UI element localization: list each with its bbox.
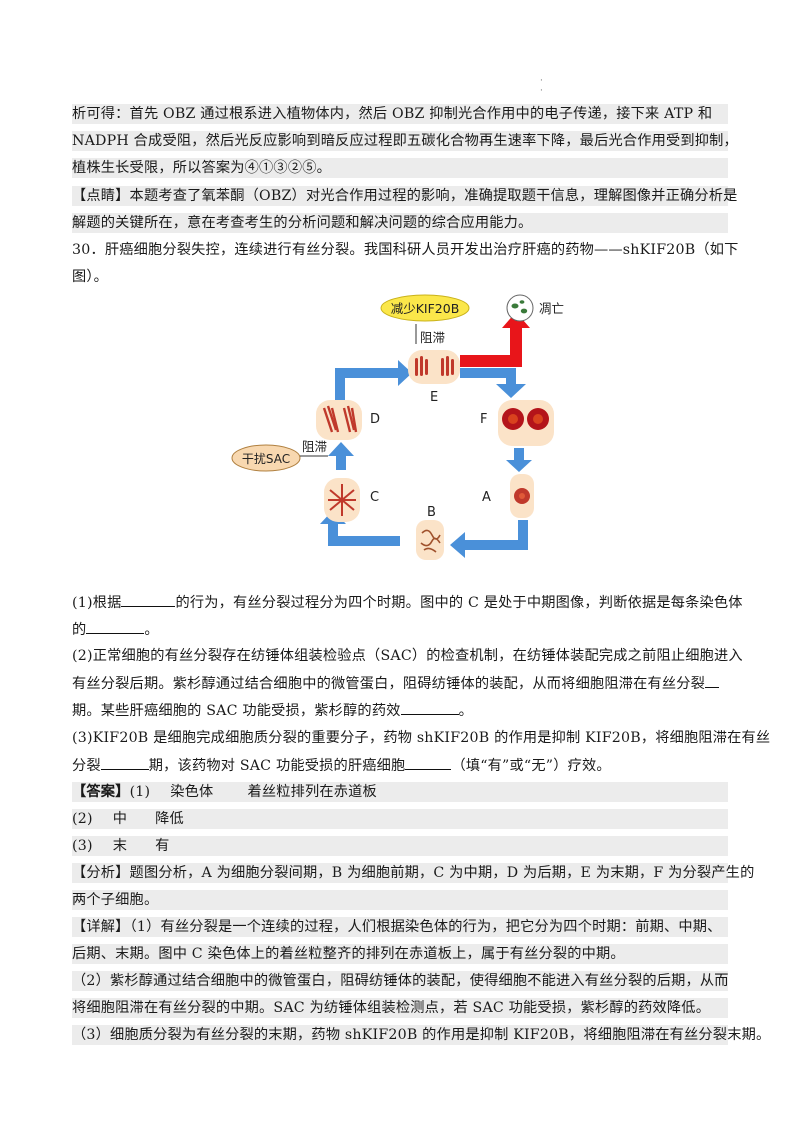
reduce-kif20b-label: 减少KIF20B [391, 301, 460, 316]
sub1-text-b: 的行为，有丝分裂过程分为四个时期。图中的 C 是处于中期图像，判断依据是每条染色… [175, 595, 743, 611]
stage-label-c: C [370, 490, 379, 505]
cell-c [324, 478, 360, 522]
analysis-line-2: 两个子细胞。 [72, 890, 728, 910]
answer-2a: 中 [112, 811, 128, 827]
sub1-line-1: (1)根据 的行为，有丝分裂过程分为四个时期。图中的 C 是处于中期图像，判断依据… [72, 592, 742, 613]
sub1-text-c: 的 [72, 622, 87, 638]
answer-3a: 末 [112, 838, 128, 854]
interfere-sac-label: 干扰SAC [242, 452, 290, 466]
cell-a [510, 474, 534, 518]
answer-3b: 有 [155, 838, 170, 854]
sub3-text-b: 期，该药物对 SAC 功能受损的肝癌细胞 [148, 758, 406, 774]
solution-line-3: 植株生长受限，所以答案为④①③②⑤。 [72, 158, 728, 178]
question-line-2: 图）。 [72, 269, 109, 285]
block-label-left: 阻滞 [302, 439, 327, 454]
sub1-text-d: 。 [144, 622, 159, 638]
sub2-text-a: 有丝分裂后期。紫杉醇通过结合细胞中的微管蛋白，阻碍纺锤体的装配，从而将细胞阻滞在… [72, 676, 706, 692]
stage-label-b: B [427, 505, 436, 520]
sub2-text-b: 期。某些肝癌细胞的 SAC 功能受损，紫杉醇的药效 [72, 703, 401, 719]
stage-label-a: A [482, 490, 491, 505]
answer-2-num: (2) [72, 811, 93, 827]
blank-6 [405, 755, 452, 770]
sub2-line-2: 有丝分裂后期。紫杉醇通过结合细胞中的微管蛋白，阻碍纺锤体的装配，从而将细胞阻滞在… [72, 673, 728, 694]
question-line-1: 30．肝癌细胞分裂失控，连续进行有丝分裂。我国科研人员开发出治疗肝癌的药物——s… [72, 242, 739, 258]
answer-1-num: (1) [129, 784, 151, 800]
answer-heading: 【答案】 [72, 784, 130, 800]
cell-e [408, 350, 460, 384]
header-dots: · · [540, 76, 543, 96]
comment-line-2: 解题的关键所在，意在考查考生的分析问题和解决问题的综合应用能力。 [72, 213, 728, 233]
detail-line-1: 【详解】（1）有丝分裂是一个连续的过程，人们根据染色体的行为，把它分为四个时期：… [72, 917, 728, 937]
stage-label-e: E [430, 390, 438, 405]
apoptosis-cell [506, 294, 534, 322]
arrow-e-to-f [460, 368, 526, 398]
cell-cycle-diagram: 减少KIF20B 阻滞 凋亡 E [231, 294, 564, 560]
sub2-text-c: 。 [458, 703, 473, 719]
stage-label-d: D [370, 412, 380, 427]
analysis-line-1: 【分析】题图分析，A 为细胞分裂间期，B 为细胞前期，C 为中期，D 为后期，E… [72, 863, 755, 883]
answer-2b: 降低 [155, 811, 184, 827]
solution-line-1: 析可得：首先 OBZ 通过根系进入植物体内，然后 OBZ 抑制光合作用中的电子传… [72, 104, 728, 124]
red-arrow-to-apoptosis [460, 312, 530, 367]
arrow-a-to-b [450, 520, 528, 558]
arrow-c-to-d [328, 442, 354, 470]
answer-line-2: (2) 中 降低 [72, 809, 728, 829]
sub3-text-a: 分裂 [72, 758, 101, 774]
blank-1 [121, 592, 176, 607]
answer-1b: 着丝粒排列在赤道板 [247, 784, 377, 800]
cell-f [498, 400, 554, 446]
blank-2 [86, 619, 145, 634]
stage-label-f: F [480, 412, 487, 427]
comment-line-1: 【点睛】本题考查了氧苯酮（OBZ）对光合作用过程的影响，准确提取题干信息，理解图… [72, 186, 738, 206]
blank-5 [100, 755, 149, 770]
blank-3 [705, 673, 720, 688]
answer-line-1: 【答案】(1) 染色体 着丝粒排列在赤道板 [72, 782, 728, 802]
cell-b [416, 520, 444, 560]
cell-d [316, 400, 362, 440]
reduce-kif20b-oval [380, 294, 470, 322]
solution-line-2: NADPH 合成受阻，然后光反应影响到暗反应过程即五碳化合物再生速率下降，最后光… [72, 131, 738, 151]
detail-line-4: 将细胞阻滞在有丝分裂的中期。SAC 为纺锤体组装检测点，若 SAC 功能受损，紫… [72, 998, 728, 1018]
sub2-line-3: 期。某些肝癌细胞的 SAC 功能受损，紫杉醇的药效 。 [72, 700, 728, 721]
blank-4 [400, 700, 459, 715]
answer-line-3: (3) 末 有 [72, 836, 728, 856]
interfere-sac-oval [231, 444, 301, 472]
sub3-line-1: (3)KIF20B 是细胞完成细胞质分裂的重要分子，药物 shKIF20B 的作… [72, 730, 771, 746]
detail-line-3: （2）紫杉醇通过结合细胞中的微管蛋白，阻碍纺锤体的装配，使得细胞不能进入有丝分裂… [72, 971, 729, 991]
answer-3-num: (3) [72, 838, 93, 854]
block-label-top: 阻滞 [420, 330, 445, 345]
sub1-text-a: (1)根据 [72, 595, 122, 611]
detail-line-5: （3）细胞质分裂为有丝分裂的末期，药物 shKIF20B 的作用是抑制 KIF2… [72, 1025, 771, 1045]
sub1-line-2: 的。 [72, 619, 728, 640]
detail-line-2: 后期、末期。图中 C 染色体上的着丝粒整齐的排列在赤道板上，属于有丝分裂的中期。 [72, 944, 728, 964]
sub3-text-c: （填“有”或“无”）疗效。 [451, 758, 611, 774]
sub3-line-2: 分裂 期，该药物对 SAC 功能受损的肝癌细胞 （填“有”或“无”）疗效。 [72, 755, 728, 776]
sub2-line-1: (2)正常细胞的有丝分裂存在纺锤体组装检验点（SAC）的检查机制，在纺锤体装配完… [72, 648, 743, 664]
arrow-d-to-e [335, 360, 412, 400]
arrow-f-to-a [506, 448, 532, 472]
apoptosis-label: 凋亡 [539, 301, 564, 316]
apoptosis-fragments [511, 300, 528, 314]
cycle-arrows [320, 360, 532, 558]
answer-1a: 染色体 [170, 784, 214, 800]
